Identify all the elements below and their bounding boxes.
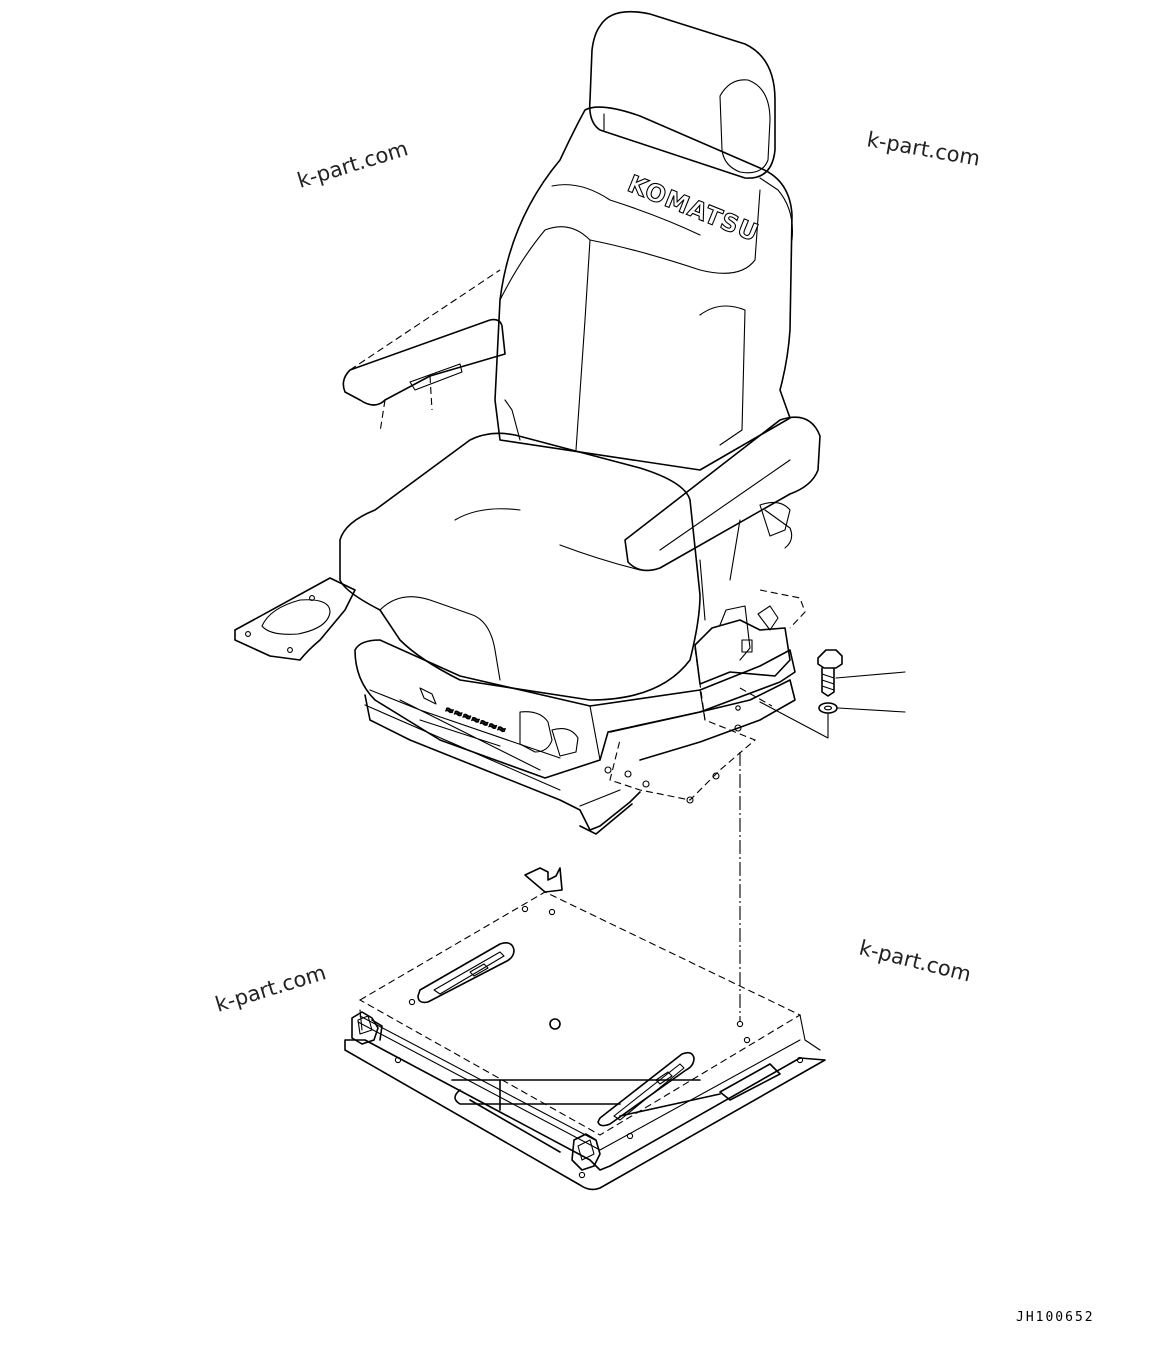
watermark: k-part.com xyxy=(212,960,328,1016)
slide-rail-plate xyxy=(344,867,826,1191)
left-mounting-plate xyxy=(234,577,356,661)
watermark: k-part.com xyxy=(294,136,410,192)
bolt xyxy=(817,649,843,669)
right-armrest xyxy=(624,416,821,572)
leader-line-washer xyxy=(837,707,906,713)
seat-cushion xyxy=(339,432,701,701)
svg-text:≈≈≈≈≈≈≈: ≈≈≈≈≈≈≈ xyxy=(443,703,508,737)
suspension-frame xyxy=(354,639,796,779)
seat-assembly: KOMATSU ≈≈≈≈≈≈≈ xyxy=(234,10,821,835)
brand-logo: KOMATSU xyxy=(624,170,763,248)
leader-line-bolt xyxy=(835,671,906,679)
watermark: k-part.com xyxy=(857,936,974,987)
backrest xyxy=(494,106,793,471)
installation-axis xyxy=(759,701,829,739)
watermark: k-part.com xyxy=(865,127,982,170)
watermark-group: k-part.com k-part.com k-part.com k-part.… xyxy=(212,127,981,1016)
right-mounting-plate xyxy=(609,589,806,801)
left-armrest xyxy=(342,318,506,406)
headrest xyxy=(588,10,776,179)
drawing-code: JH100652 xyxy=(1016,1310,1095,1325)
washer xyxy=(818,702,838,714)
fastener-hardware xyxy=(739,649,906,1022)
